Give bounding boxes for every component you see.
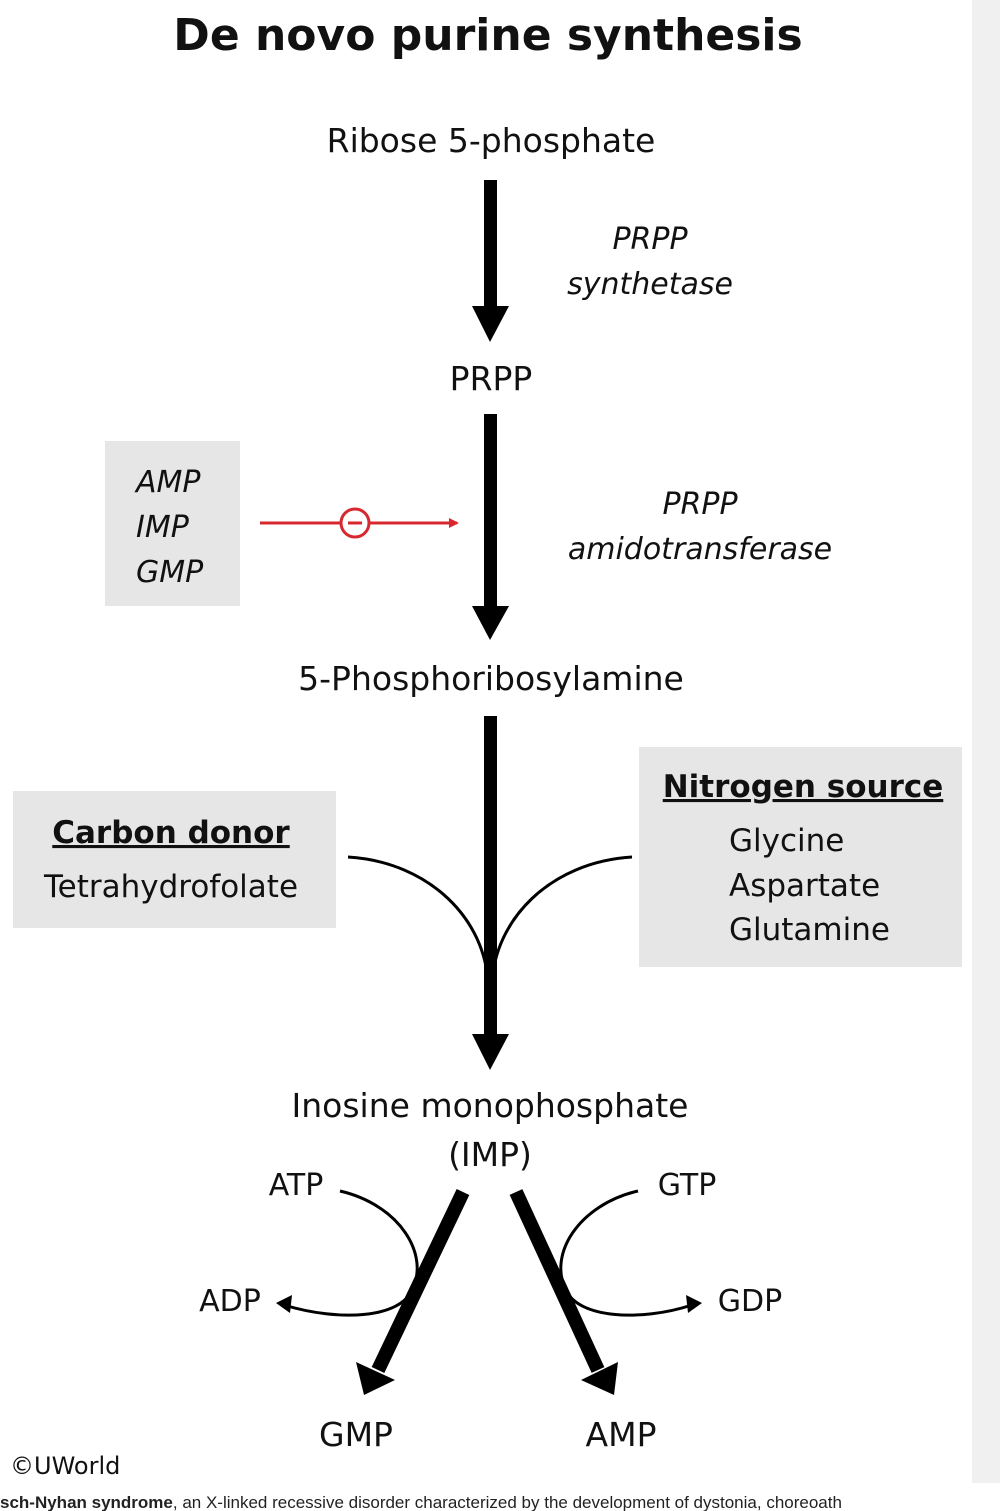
- copyright-notice: ©UWorld: [10, 1452, 120, 1480]
- enzyme-amidotransferase-line2: amidotransferase: [568, 532, 832, 567]
- enzyme-prpp-synthetase-line2: synthetase: [567, 267, 733, 302]
- nitrogen-source-item: Glutamine: [729, 912, 890, 948]
- carbon-donor-box: Carbon donor Tetrahydrofolate: [13, 791, 336, 928]
- feedback-inhibitor-box: AMP IMP GMP: [105, 441, 240, 606]
- nitrogen-source-heading: Nitrogen source: [663, 769, 944, 805]
- nitrogen-source-item: Glycine: [729, 823, 844, 859]
- arrow-imp-to-gmp: [276, 1188, 470, 1395]
- inhibitor-gmp: GMP: [136, 555, 204, 590]
- node-imp-line1: Inosine monophosphate: [292, 1086, 689, 1125]
- arrow-to-imp: [347, 716, 633, 1070]
- cofactor-atp: ATP: [269, 1168, 324, 1203]
- diagram-title: De novo purine synthesis: [173, 10, 802, 61]
- node-5-phosphoribosylamine: 5-Phosphoribosylamine: [298, 659, 684, 698]
- node-prpp: PRPP: [450, 359, 533, 398]
- inhibition-arrow: [260, 507, 459, 539]
- nitrogen-source-item: Aspartate: [729, 868, 880, 904]
- arrow-imp-to-amp: [509, 1189, 702, 1395]
- enzyme-prpp-synthetase-line1: PRPP: [612, 222, 688, 257]
- cofactor-adp: ADP: [199, 1284, 261, 1319]
- arrow-prpp-to-phosphoribosylamine: [472, 414, 509, 640]
- node-ribose-5-phosphate: Ribose 5-phosphate: [327, 121, 656, 160]
- node-gmp: GMP: [319, 1415, 393, 1454]
- caption-bold: sch-Nyhan syndrome: [0, 1493, 173, 1511]
- inhibitor-amp: AMP: [134, 465, 201, 500]
- node-imp-line2: (IMP): [448, 1135, 532, 1174]
- carbon-donor-item: Tetrahydrofolate: [43, 869, 298, 905]
- enzyme-amidotransferase-line1: PRPP: [662, 487, 738, 522]
- cofactor-gdp: GDP: [718, 1284, 782, 1319]
- caption-text: sch-Nyhan syndrome, an X-linked recessiv…: [0, 1483, 1000, 1511]
- scroll-gutter: [972, 0, 1000, 1483]
- node-amp: AMP: [586, 1415, 657, 1454]
- inhibitor-imp: IMP: [136, 510, 190, 545]
- carbon-donor-heading: Carbon donor: [52, 815, 290, 851]
- cofactor-gtp: GTP: [658, 1168, 717, 1203]
- nitrogen-source-box: Nitrogen source Glycine Aspartate Glutam…: [639, 747, 962, 967]
- arrow-ribose-to-prpp: [472, 180, 509, 342]
- purine-pathway-diagram: De novo purine synthesis Ribose 5-phosph…: [10, 10, 962, 1480]
- caption-rest: , an X-linked recessive disorder charact…: [172, 1493, 842, 1511]
